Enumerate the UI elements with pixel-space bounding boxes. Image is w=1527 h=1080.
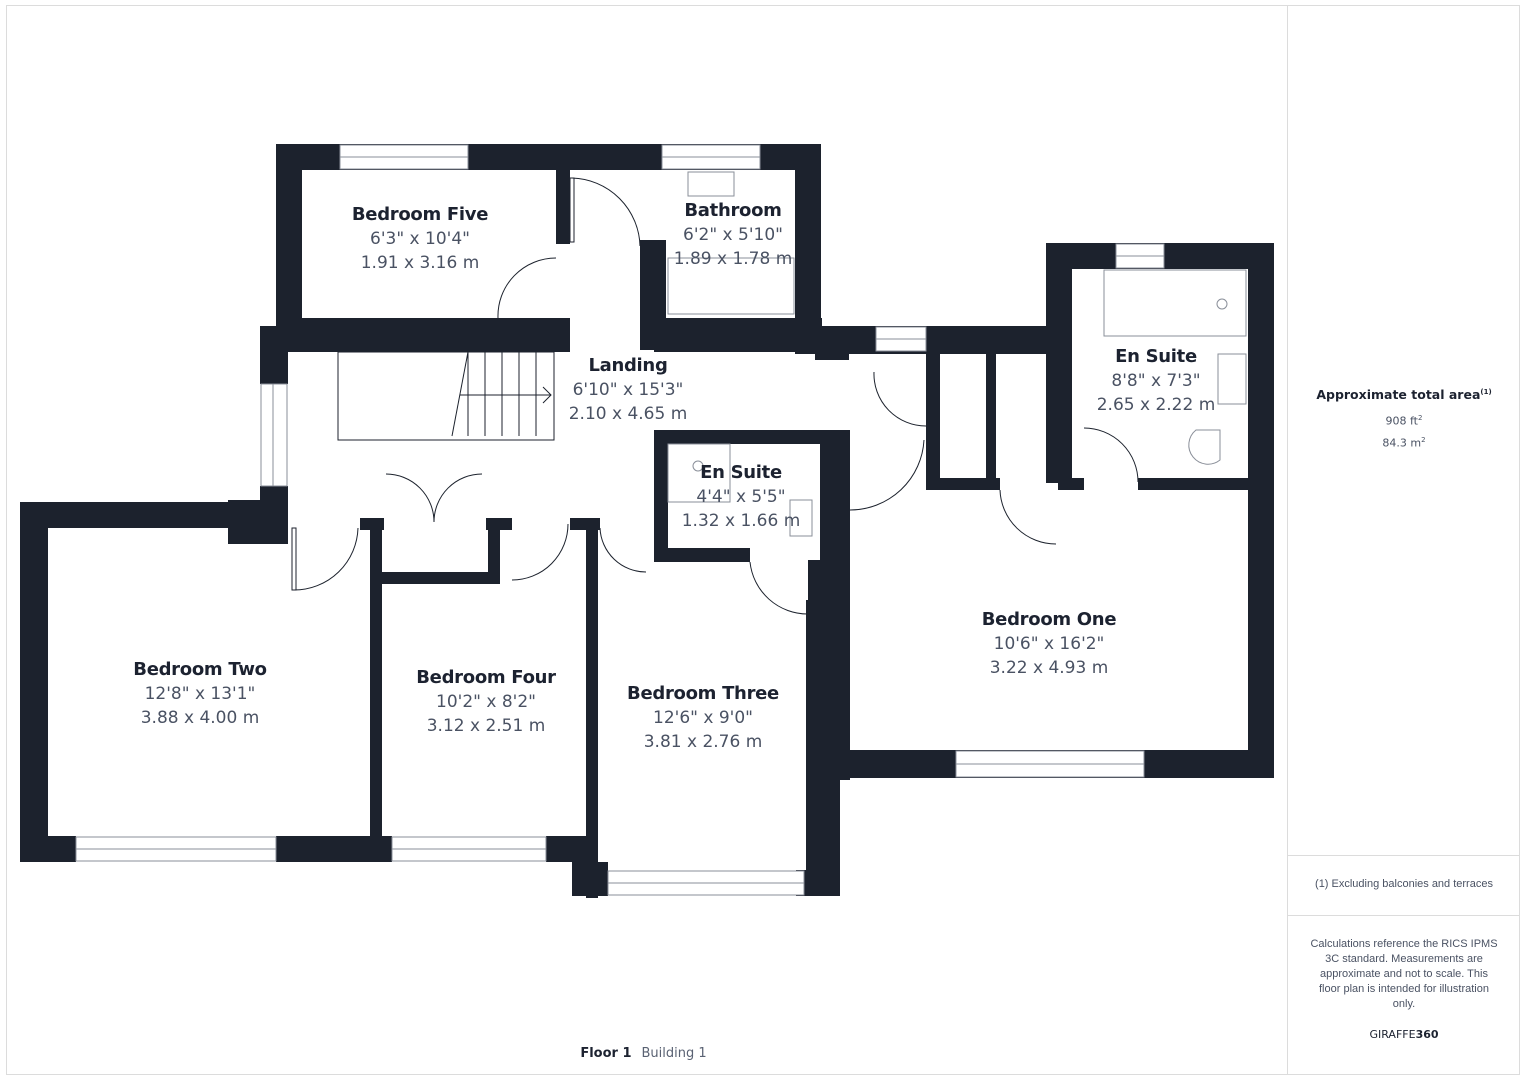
area-metric-value: 84.3 m [1382,436,1422,450]
area-unit-superscript: 2 [1421,436,1426,444]
room-dimension-imperial: 6'10" x 15'3" [572,380,684,400]
room-bathroom: Bathroom 6'2" x 5'10" 1.89 x 1.78 m [674,199,793,271]
room-dimension-metric: 1.32 x 1.66 m [681,511,801,531]
room-en-suite-master: En Suite 8'8" x 7'3" 2.65 x 2.22 m [1097,345,1216,417]
room-dimension-metric: 3.12 x 2.51 m [426,716,546,736]
room-bedroom-two: Bedroom Two 12'8" x 13'1" 3.88 x 4.00 m [133,658,267,730]
room-name: Bedroom Four [416,667,556,688]
room-name: Bedroom Two [133,659,267,680]
room-en-suite-small: En Suite 4'4" x 5'5" 1.32 x 1.66 m [682,461,801,533]
room-dimension-metric: 3.22 x 4.93 m [989,658,1109,678]
room-dimension-imperial: 12'8" x 13'1" [144,684,256,704]
room-bedroom-three: Bedroom Three 12'6" x 9'0" 3.81 x 2.76 m [627,682,779,754]
windows [75,144,1165,896]
room-dimension-imperial: 10'2" x 8'2" [436,692,536,712]
sidebar-separator [1288,915,1520,916]
page-frame [6,5,1520,1075]
room-dimension-metric: 2.65 x 2.22 m [1096,395,1216,415]
room-dimension-imperial: 10'6" x 16'2" [993,634,1105,654]
room-bedroom-one: Bedroom One 10'6" x 16'2" 3.22 x 4.93 m [981,608,1117,680]
floor-caption: Floor 1 Building 1 [0,1046,1287,1061]
room-dimension-imperial: 6'3" x 10'4" [370,229,470,249]
area-imperial-value: 908 ft [1385,414,1418,428]
room-dimension-imperial: 12'6" x 9'0" [653,708,753,728]
sidebar-divider [1287,5,1288,1075]
room-dimension-metric: 3.88 x 4.00 m [140,708,260,728]
room-bedroom-four: Bedroom Four 10'2" x 8'2" 3.12 x 2.51 m [416,666,556,738]
room-dimension-imperial: 8'8" x 7'3" [1111,371,1201,391]
room-name: En Suite [700,462,782,483]
room-name: Bedroom Three [627,683,779,704]
fixtures [667,171,1247,537]
room-dimension-metric: 1.89 x 1.78 m [673,249,793,269]
room-dimension-metric: 3.81 x 2.76 m [643,732,763,752]
total-area-imperial: 908 ft2 [1288,414,1520,428]
total-area-title-text: Approximate total area [1316,387,1481,402]
room-name: Bedroom One [981,609,1117,630]
room-bedroom-five: Bedroom Five 6'3" x 10'4" 1.91 x 3.16 m [351,203,489,275]
room-dimension-imperial: 6'2" x 5'10" [683,225,783,245]
brand-logo: GIRAFFE360 [1288,1028,1520,1041]
doors [291,177,1139,615]
area-footnote: (1) Excluding balconies and terraces [1315,878,1493,890]
footnote-marker: (1) [1480,387,1492,396]
total-area-metric: 84.3 m2 [1288,436,1520,450]
area-unit-superscript: 2 [1418,414,1423,422]
room-dimension-metric: 2.10 x 4.65 m [568,404,688,424]
disclaimer: Calculations reference the RICS IPMS 3C … [1310,938,1498,1010]
sidebar-separator [1288,855,1520,856]
room-name: En Suite [1115,346,1197,367]
room-dimension-metric: 1.91 x 3.16 m [360,253,480,273]
room-name: Bedroom Five [351,204,489,225]
floor-plan [20,144,1274,898]
walls [20,144,1274,898]
total-area-title: Approximate total area(1) [1288,387,1520,402]
stairs [337,351,555,441]
brand-text-bold: 360 [1415,1028,1439,1041]
room-name: Landing [588,355,668,376]
brand-text: GIRAFFE [1369,1028,1416,1041]
room-landing: Landing 6'10" x 15'3" 2.10 x 4.65 m [569,354,688,426]
room-name: Bathroom [684,200,782,221]
floor-label: Floor 1 [580,1046,632,1061]
building-label: Building 1 [641,1046,707,1061]
room-dimension-imperial: 4'4" x 5'5" [696,487,786,507]
